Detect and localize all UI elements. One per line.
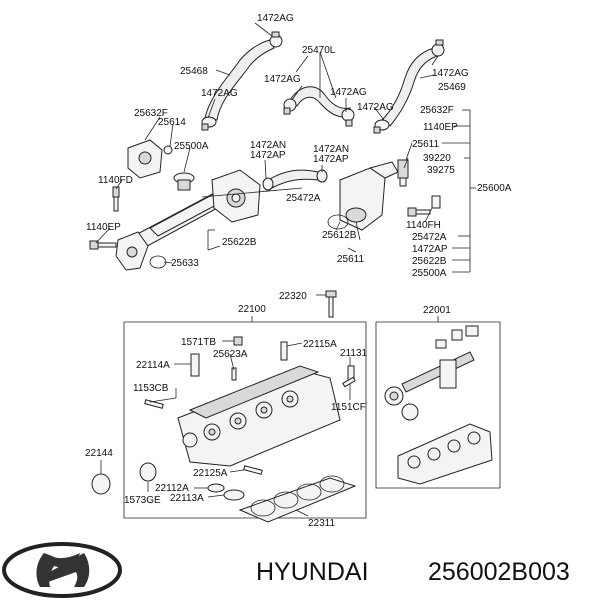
label-22114A: 22114A	[136, 360, 170, 371]
label-25633: 25633	[171, 258, 199, 269]
label-25622B: 25622B	[412, 256, 447, 267]
label-22115A: 22115A	[303, 339, 337, 350]
label-21131: 21131	[340, 348, 368, 359]
label-25623A: 25623A	[213, 349, 248, 360]
center-housing	[211, 169, 261, 223]
part-number: 256002B003	[428, 558, 570, 586]
water-outlet-25611	[339, 161, 399, 231]
label-22001: 22001	[423, 305, 451, 316]
leader-lines-top	[95, 22, 476, 273]
label-25500A: 25500A	[412, 268, 447, 279]
label-1472AG: 1472AG	[432, 68, 469, 79]
label-1151CF: 1151CF	[331, 402, 366, 413]
label-1472AG: 1472AG	[357, 102, 394, 113]
label-22125A: 22125A	[193, 468, 228, 479]
label-1571TB: 1571TB	[181, 337, 216, 348]
label-25611: 25611	[412, 139, 440, 150]
callout-labels: 1472AG 25470L 25468 1472AG 1472AG 1472AG…	[85, 13, 512, 529]
bolt-1140FH	[407, 195, 441, 217]
head-box-22100	[123, 316, 367, 519]
label-25614: 25614	[158, 117, 186, 128]
head-box-22001	[375, 316, 501, 489]
bolt-1140EP-left	[89, 240, 117, 250]
label-1472AG: 1472AG	[257, 13, 294, 24]
oring-25633	[149, 255, 167, 269]
label-1472AP: 1472AP	[313, 154, 349, 165]
gasket-22311	[238, 475, 357, 523]
label-25632F: 25632F	[420, 105, 454, 116]
clamp-1472AG-d	[341, 108, 355, 127]
label-1472AN: 1472AN	[313, 144, 349, 155]
label-1140EP: 1140EP	[423, 122, 458, 133]
small-parts-head	[91, 336, 356, 501]
label-1472AG: 1472AG	[201, 88, 238, 99]
label-1140FH: 1140FH	[406, 220, 441, 231]
label-1472AN: 1472AN	[250, 140, 286, 151]
label-25500A: 25500A	[174, 141, 209, 152]
label-22112A: 22112A	[155, 483, 189, 494]
label-39220: 39220	[423, 153, 451, 164]
label-39275: 39275	[427, 165, 455, 176]
brand-name: HYUNDAI	[256, 558, 369, 586]
label-25472A: 25472A	[412, 232, 447, 243]
label-25468: 25468	[180, 66, 208, 77]
label-1472AP: 1472AP	[412, 244, 448, 255]
clamp-1472AG-f	[373, 119, 390, 134]
clamp-1472AG-a	[269, 31, 283, 48]
label-25612B: 25612B	[322, 230, 357, 241]
flange-left-25632F	[115, 231, 149, 271]
label-22144: 22144	[85, 448, 113, 459]
label-1573GE: 1573GE	[124, 495, 161, 506]
cylinder-head	[177, 365, 341, 467]
thermostat-housing-left	[127, 139, 173, 179]
clamp-1472AG-c	[283, 98, 297, 115]
label-1153CB: 1153CB	[133, 383, 169, 394]
hose-25472A	[262, 169, 328, 191]
sensor-39220	[397, 159, 409, 187]
label-22100: 22100	[238, 304, 266, 315]
label-1472AG: 1472AG	[330, 87, 367, 98]
label-22113A: 22113A	[170, 493, 204, 504]
bolt-22320	[316, 290, 337, 318]
label-1140FD: 1140FD	[98, 175, 133, 186]
label-1472AG: 1472AG	[264, 74, 301, 85]
leader-lines-bottom	[100, 340, 351, 517]
bolt-1140FD	[112, 186, 120, 212]
head-assembly-22001	[384, 325, 493, 485]
label-25472A: 25472A	[286, 193, 321, 204]
label-25632F: 25632F	[134, 108, 168, 119]
hyundai-logo-icon	[2, 542, 122, 598]
label-1472AP: 1472AP	[250, 150, 286, 161]
label-1140EP: 1140EP	[86, 222, 121, 233]
label-25600A: 25600A	[477, 183, 512, 194]
oring-25612B	[327, 214, 349, 230]
thermostat-25500A	[173, 172, 195, 191]
clamp-1472AG-e	[431, 39, 445, 57]
label-25611: 25611	[337, 254, 365, 265]
label-25622B: 25622B	[222, 237, 257, 248]
label-22311: 22311	[308, 518, 336, 529]
label-22320: 22320	[279, 291, 307, 302]
clamp-1472AG-b	[201, 116, 217, 131]
label-25470L: 25470L	[302, 45, 336, 56]
label-25469: 25469	[438, 82, 466, 93]
